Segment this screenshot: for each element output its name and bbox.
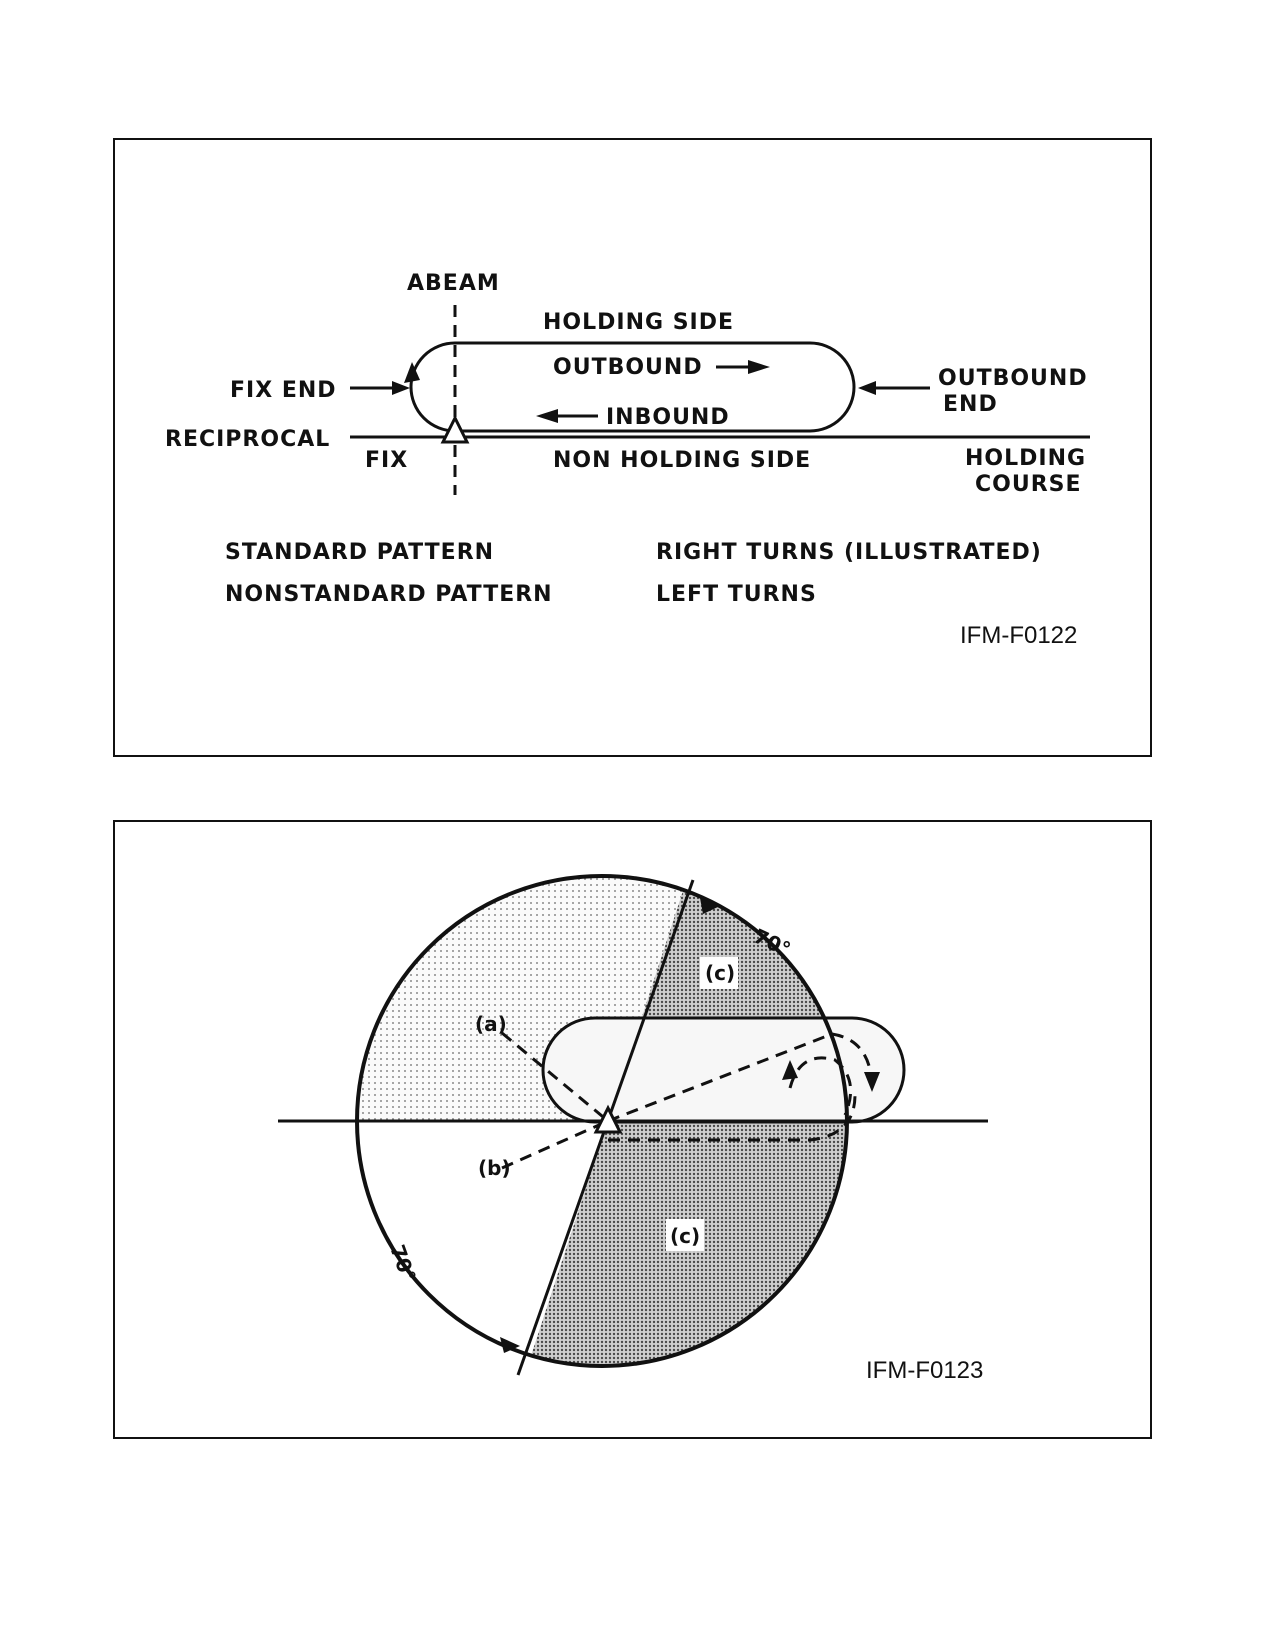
turn-path	[788, 1056, 853, 1116]
label-left-turns: LEFT TURNS	[656, 582, 817, 607]
label-outbound-end-1: OUTBOUND	[938, 366, 1088, 391]
label-outbound: OUTBOUND	[553, 355, 703, 380]
fix-triangle-2	[593, 1104, 623, 1134]
entry-path-a	[501, 1031, 609, 1123]
label-holding-course-2: COURSE	[975, 472, 1082, 497]
label-holding-course-1: HOLDING	[965, 446, 1086, 471]
turn-arrow-left	[404, 362, 420, 383]
outbound-arrow-head	[748, 360, 770, 374]
fix-end-arrow	[392, 381, 410, 395]
label-non-holding-side: NON HOLDING SIDE	[553, 448, 811, 473]
arc-arrow-top	[700, 898, 720, 914]
label-fix-end: FIX END	[230, 378, 337, 403]
label-a: (a)	[475, 1012, 507, 1036]
label-holding-side: HOLDING SIDE	[543, 310, 734, 335]
inbound-arrow-head	[536, 409, 558, 423]
parallel-path	[608, 1094, 857, 1142]
racetrack-outline	[409, 341, 856, 433]
label-standard-pattern: STANDARD PATTERN	[225, 540, 494, 565]
label-b: (b)	[478, 1156, 511, 1180]
racetrack-pattern-2	[541, 1016, 906, 1124]
figure-code-bottom: IFM-F0123	[866, 1357, 983, 1384]
label-reciprocal: RECIPROCAL	[165, 427, 330, 452]
label-c-lower: (c)	[670, 1224, 700, 1248]
label-nonstandard-pattern: NONSTANDARD PATTERN	[225, 582, 553, 607]
arc-arrow-bottom	[500, 1337, 520, 1353]
turn-arrow-2	[864, 1072, 880, 1092]
fix-triangle	[440, 414, 470, 444]
entry-sectors-diagram: (a) (b) (c) (c) 70° 70° IFM-F0123	[278, 874, 988, 1384]
label-inbound: INBOUND	[606, 405, 730, 430]
label-fix: FIX	[365, 448, 408, 473]
holding-pattern-diagram: ABEAM HOLDING SIDE OUTBOUND INBOUND FIX …	[165, 271, 1090, 649]
label-c-upper: (c)	[705, 961, 735, 985]
label-abeam: ABEAM	[407, 271, 500, 296]
label-outbound-end-2: END	[943, 392, 998, 417]
turn-arrow-3	[782, 1060, 798, 1080]
label-angle-bottom: 70°	[385, 1242, 420, 1286]
figure-code-top: IFM-F0122	[960, 622, 1077, 649]
figure-panel-holding-pattern	[113, 138, 1152, 757]
label-right-turns: RIGHT TURNS (ILLUSTRATED)	[656, 540, 1042, 565]
outbound-end-arrow	[858, 381, 876, 395]
